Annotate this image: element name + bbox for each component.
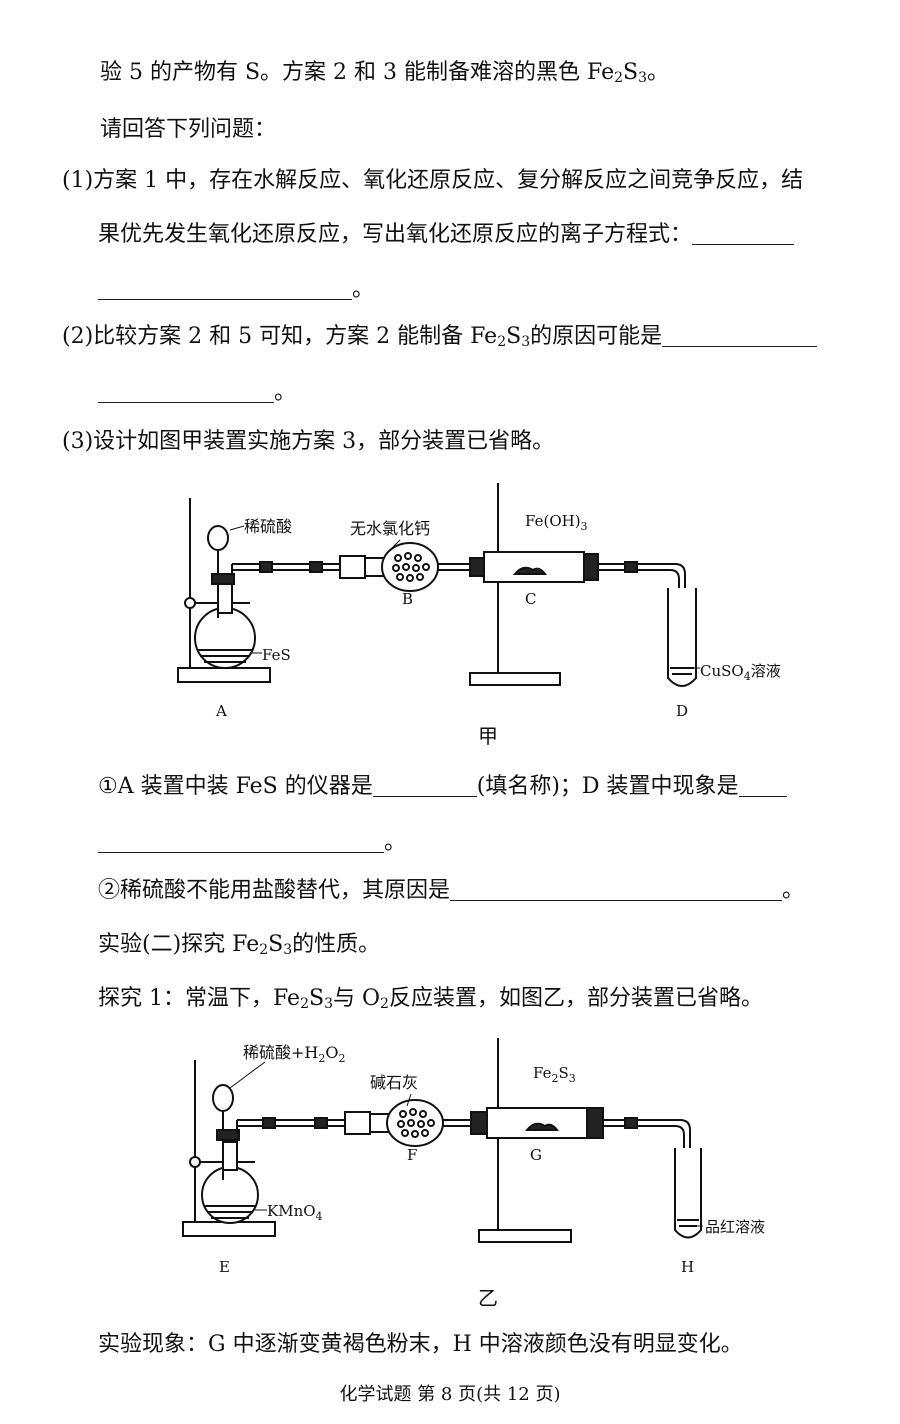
separatory-funnel <box>212 1084 234 1112</box>
test-tube <box>674 1148 702 1239</box>
separatory-funnel <box>207 525 229 551</box>
reaction-tube <box>483 551 585 583</box>
label-B: B <box>402 590 413 608</box>
answer-blank[interactable] <box>98 380 274 403</box>
figure-caption-2: 乙 <box>478 1286 498 1310</box>
label-acid-h2o2: 稀硫酸+H2O2 <box>243 1043 346 1065</box>
label-D: D <box>676 702 688 720</box>
round-bottom-flask <box>201 1166 259 1224</box>
label-F: F <box>407 1146 417 1164</box>
answer-blank[interactable] <box>662 324 818 347</box>
label-fe2s3: Fe2S3 <box>533 1064 576 1085</box>
question-2: (2)比较方案 2 和 5 可知，方案 2 能制备 Fe2S3的原因可能是 <box>62 322 818 352</box>
test-tube <box>667 588 697 687</box>
answer-blank[interactable] <box>98 277 352 300</box>
label-kmno4: KMnO4 <box>267 1202 323 1223</box>
label-C: C <box>525 590 536 608</box>
answer-blank[interactable] <box>738 774 787 797</box>
figure-caption-1: 甲 <box>478 724 498 748</box>
label-soda-lime: 碱石灰 <box>370 1073 418 1092</box>
answer-blank[interactable] <box>450 878 783 901</box>
question-3-1-end: 。 <box>98 828 406 858</box>
question-3-2: ②稀硫酸不能用盐酸替代，其原因是。 <box>98 878 805 903</box>
label-H: H <box>681 1258 694 1276</box>
question-3-1: ①A 装置中装 FeS 的仪器是(填名称)；D 装置中现象是 <box>98 772 787 802</box>
question-1-cont: 果优先发生氧化还原反应，写出氧化还原反应的离子方程式： <box>98 220 795 250</box>
question-3: (3)设计如图甲装置实施方案 3，部分装置已省略。 <box>62 429 555 454</box>
label-magenta-solution: 品红溶液 <box>705 1218 765 1236</box>
apparatus-figure-1: 稀硫酸 无水氯化钙 Fe(OH)3 FeS CuSO4溶液 B C A D <box>177 483 781 720</box>
stand-base <box>177 667 271 683</box>
label-A: A <box>215 702 227 720</box>
label-fe-oh-3: Fe(OH)3 <box>525 512 588 533</box>
label-G: G <box>530 1146 542 1164</box>
explore-1: 探究 1：常温下，Fe2S3与 O2反应装置，如图乙，部分装置已省略。 <box>98 986 763 1012</box>
label-dilute-acid: 稀硫酸 <box>244 517 292 536</box>
round-bottom-flask <box>194 607 256 669</box>
label-anhydrous-cacl2: 无水氯化钙 <box>350 519 430 538</box>
question-2-end: 。 <box>98 378 296 408</box>
label-cuso4: CuSO4溶液 <box>700 662 781 683</box>
label-E: E <box>219 1258 230 1276</box>
experiment-phenomenon: 实验现象：G 中逐渐变黄褐色粉末，H 中溶液颜色没有明显变化。 <box>98 1332 743 1357</box>
question-1: (1)方案 1 中，存在水解反应、氧化还原反应、复分解反应之间竞争反应，结 <box>62 168 804 193</box>
text-line-2: 请回答下列问题： <box>100 117 277 142</box>
answer-blank[interactable] <box>98 830 384 853</box>
answer-blank[interactable] <box>692 222 795 245</box>
experiment-2-heading: 实验(二)探究 Fe2S3的性质。 <box>98 932 381 958</box>
text-line-1: 验 5 的产物有 S。方案 2 和 3 能制备难溶的黑色 Fe2S3。 <box>100 60 670 86</box>
answer-blank[interactable] <box>372 774 477 797</box>
page-footer: 化学试题 第 8 页(共 12 页) <box>339 1384 561 1405</box>
apparatus-figure-2: 稀硫酸+H2O2 碱石灰 Fe2S3 KMnO4 品红溶液 F G E H <box>182 1038 765 1276</box>
question-1-end: 。 <box>98 275 374 305</box>
label-fes: FeS <box>262 646 291 664</box>
